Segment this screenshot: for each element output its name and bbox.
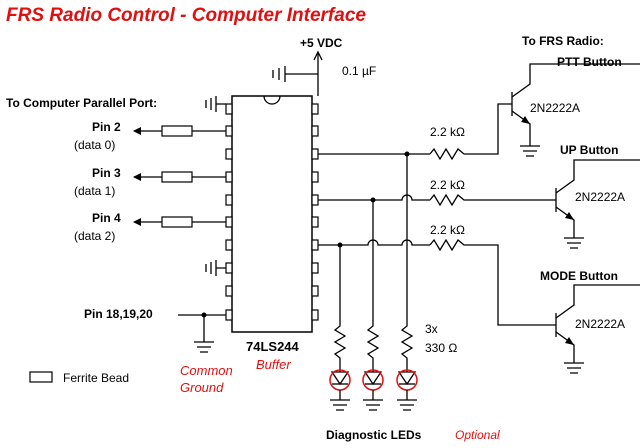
- transistor-3: [555, 284, 640, 374]
- base-resistor-3: [429, 238, 556, 326]
- chip-pins: [225, 103, 319, 321]
- transistor-label-2: 2N2222A: [575, 190, 625, 204]
- page-title: FRS Radio Control - Computer Interface: [6, 5, 366, 26]
- chip-role-label: Buffer: [256, 357, 291, 372]
- base-resistor-1: [429, 103, 512, 161]
- led-resistor-count: 3x: [425, 322, 438, 336]
- chip-notch: [263, 95, 281, 105]
- common-ground-label-2: Ground: [180, 380, 224, 395]
- resistor-label-2: 2.2 kΩ: [430, 178, 465, 192]
- pin2-line: [134, 126, 226, 136]
- ferrite-legend-label: Ferrite Bead: [63, 371, 129, 385]
- resistor-label-1: 2.2 kΩ: [430, 125, 465, 139]
- supply-label: +5 VDC: [300, 36, 343, 50]
- diagnostic-leds-label: Diagnostic LEDs: [326, 428, 422, 442]
- button-label-up: UP Button: [560, 143, 618, 157]
- ferrite-bead-2: [161, 171, 193, 183]
- pin3-label: Pin 3: [92, 166, 121, 180]
- ferrite-bead-3: [161, 216, 193, 228]
- pin3-line: [134, 172, 226, 182]
- transistor-label-1: 2N2222A: [530, 101, 580, 115]
- ferrite-legend-symbol: [29, 371, 53, 383]
- led-resistor-value: 330 Ω: [425, 341, 457, 355]
- to-computer-label: To Computer Parallel Port:: [6, 96, 157, 110]
- optional-label: Optional: [455, 428, 500, 442]
- led-branch-1: [329, 245, 351, 411]
- pin4-label: Pin 4: [92, 211, 121, 225]
- resistor-label-3: 2.2 kΩ: [430, 223, 465, 237]
- pin4-data: (data 2): [74, 229, 115, 243]
- button-label-mode: MODE Button: [540, 269, 618, 283]
- common-ground-wire: [178, 312, 226, 353]
- output-wires: [318, 151, 430, 248]
- chip-74ls244: [231, 95, 313, 333]
- chip-ground-top: [205, 96, 226, 112]
- pin4-line: [134, 217, 226, 227]
- ground-pins-label: Pin 18,19,20: [84, 307, 153, 321]
- common-ground-label-1: Common: [180, 363, 233, 378]
- transistor-label-3: 2N2222A: [575, 317, 625, 331]
- pin2-data: (data 0): [74, 138, 115, 152]
- to-radio-label: To FRS Radio:: [522, 34, 604, 48]
- button-label-ptt: PTT Button: [557, 55, 622, 69]
- led-branch-3: [396, 154, 418, 411]
- decoupling-capacitor: [272, 50, 323, 96]
- capacitor-label: 0.1 µF: [342, 64, 376, 78]
- pin2-label: Pin 2: [92, 120, 121, 134]
- led-branch-2: [362, 200, 384, 411]
- pin3-data: (data 1): [74, 184, 115, 198]
- ferrite-bead-1: [161, 125, 193, 137]
- base-resistor-2: [429, 193, 556, 207]
- transistor-2: [555, 159, 640, 249]
- chip-part-label: 74LS244: [246, 339, 300, 354]
- transistor-1: [511, 63, 640, 157]
- chip-ground-middle: [205, 260, 226, 276]
